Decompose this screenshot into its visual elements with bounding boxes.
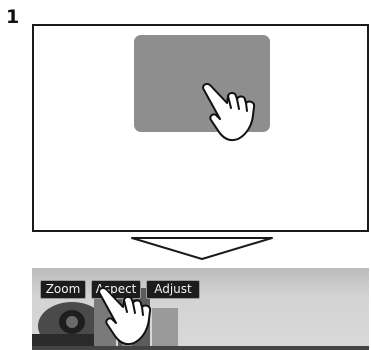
pointing-hand-icon bbox=[200, 82, 262, 142]
zoom-button[interactable]: Zoom bbox=[40, 280, 86, 299]
photo-display: Zoom Aspect Adjust bbox=[32, 268, 369, 350]
down-arrow-icon bbox=[131, 237, 273, 261]
monitor-screen[interactable] bbox=[32, 24, 369, 232]
pointing-hand-icon bbox=[96, 286, 158, 346]
step-number: 1 bbox=[6, 6, 19, 28]
